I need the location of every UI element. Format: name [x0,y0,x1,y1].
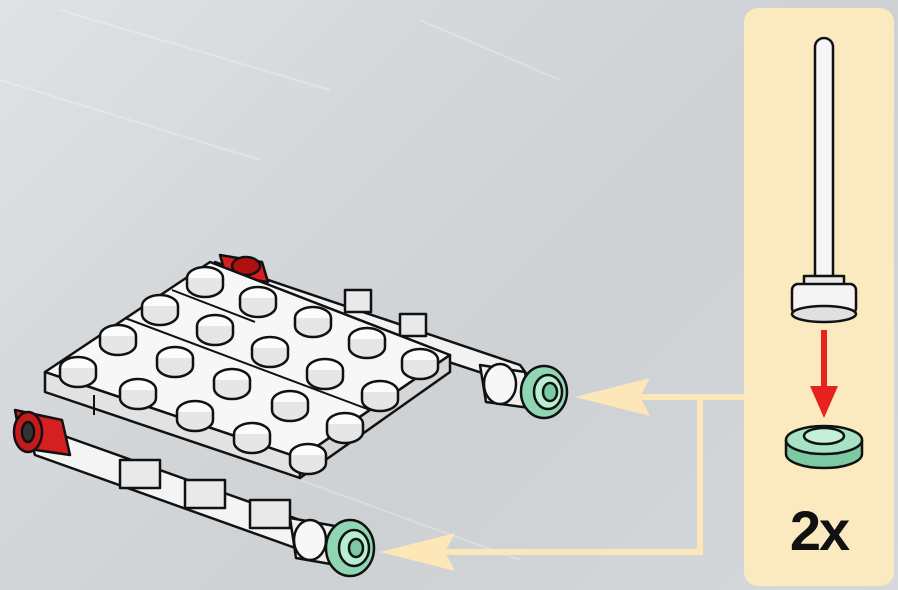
lego-model [12,253,569,578]
stud-row-1 [185,265,440,381]
plate-studs [58,265,440,476]
round-plate-icon [784,424,864,470]
parts-callout: 2x [744,8,894,586]
parts-callout-illustration [784,36,864,470]
callout-arrows [380,378,744,571]
background-texture [0,9,561,561]
engine-front [288,516,376,578]
stud-row-4 [58,355,328,476]
arrow-down-icon [810,330,838,418]
antenna-bar-icon [790,36,858,324]
front-bar [12,408,317,557]
stud-row-2 [140,293,400,413]
quantity-label: 2x [789,499,850,562]
stud-row-3 [98,323,365,445]
engine-rear [478,362,569,420]
undercarriage [118,288,428,530]
